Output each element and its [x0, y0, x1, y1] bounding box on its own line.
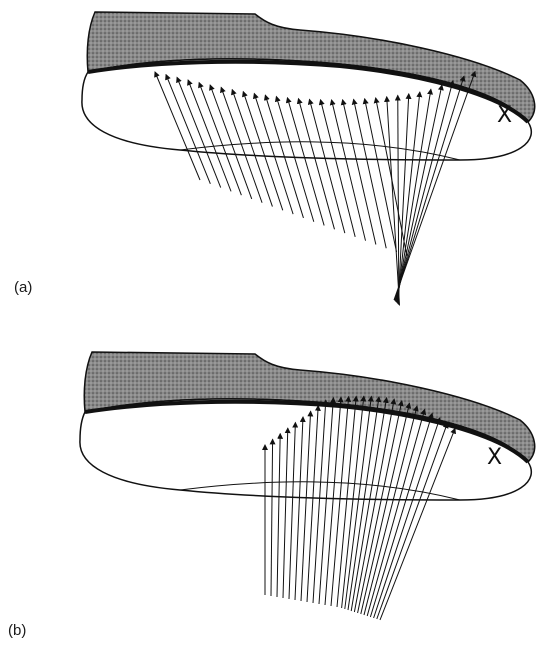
reference-point-a: X: [497, 103, 512, 128]
panel-label-a: (a): [14, 279, 32, 296]
reference-point-b: X: [487, 445, 502, 470]
shoe-b: X: [80, 352, 535, 620]
shoe-a: X: [82, 12, 535, 306]
panel-label-b: (b): [8, 622, 26, 639]
